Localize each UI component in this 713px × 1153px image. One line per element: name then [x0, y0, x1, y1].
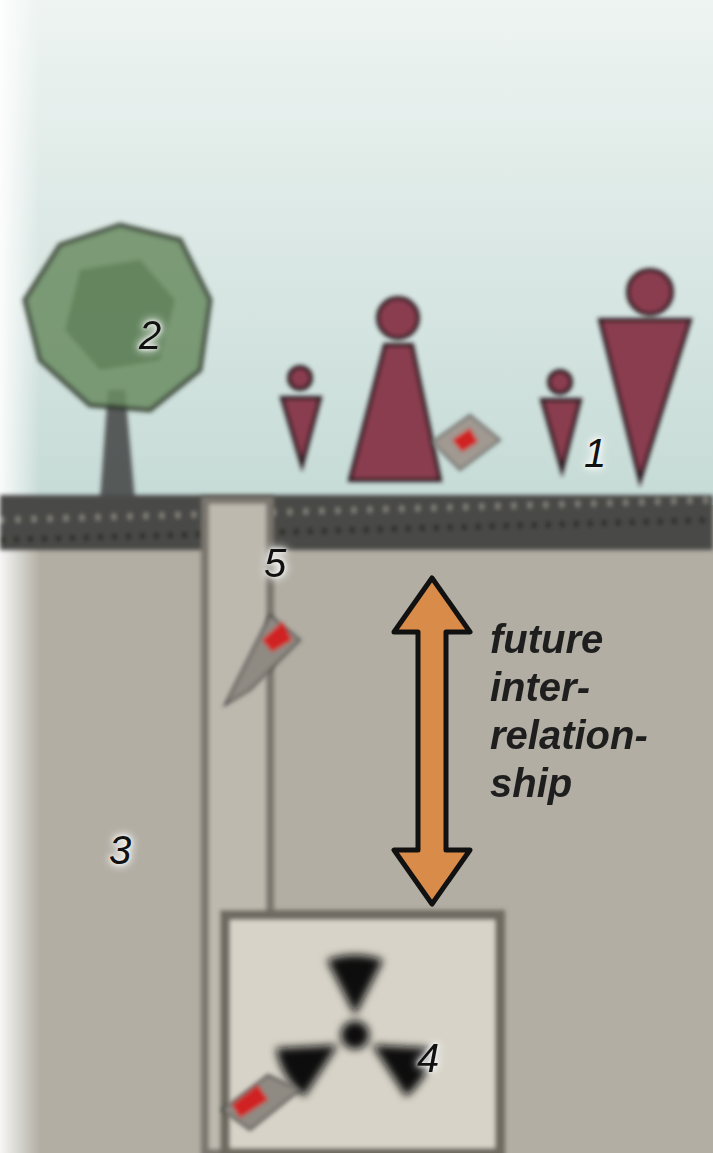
callout-number: 2: [139, 315, 161, 355]
callout-number: 1: [584, 433, 606, 473]
radiation-symbol: [272, 955, 438, 1099]
waste-container: [432, 415, 500, 470]
waste-container: [222, 615, 300, 1130]
callout-number: 3: [109, 830, 131, 870]
callout-number: 4: [417, 1038, 439, 1078]
shaft: [205, 500, 500, 1153]
arrow-label: future inter- relation- ship: [490, 615, 695, 807]
people: [282, 270, 690, 480]
sky: [0, 0, 713, 505]
rock: [0, 505, 713, 1153]
ground-surface: [0, 495, 713, 550]
callout-number: 5: [264, 543, 286, 583]
edge-glow: [0, 0, 40, 1153]
tree: [25, 225, 210, 500]
double-arrow: [394, 578, 470, 904]
